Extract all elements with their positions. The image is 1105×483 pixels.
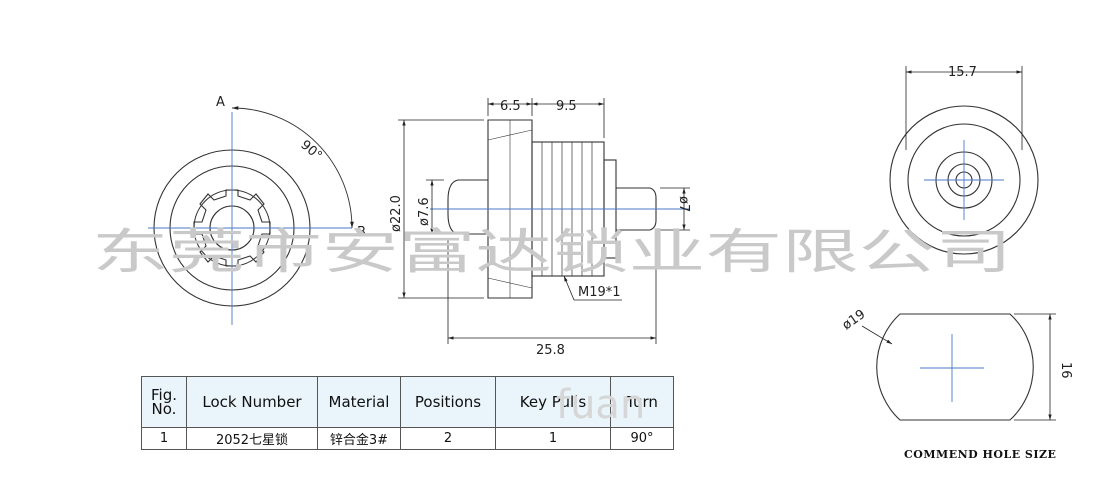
dim-9-5: 9.5 bbox=[556, 99, 577, 114]
cell-key-pulls: 1 bbox=[495, 427, 611, 450]
dim-22: ø22.0 bbox=[389, 195, 404, 232]
dim-16: 16 bbox=[1058, 362, 1073, 379]
axis-a-label: A bbox=[216, 95, 225, 110]
watermark-company: 东莞市安富达锁业有限公司 bbox=[92, 224, 1012, 280]
hole-dimensions bbox=[861, 313, 1056, 421]
header-fig-no: Fig. No. bbox=[141, 376, 187, 428]
dim-6-5: 6.5 bbox=[500, 99, 521, 114]
spec-table: Fig. No. Lock Number Material Positions … bbox=[141, 376, 674, 450]
cell-turn: 90° bbox=[610, 427, 674, 450]
header-lock-number: Lock Number bbox=[186, 376, 318, 428]
hole-profile bbox=[876, 313, 1034, 421]
dim-19: ø19 bbox=[840, 307, 869, 333]
hole-size-caption: COMMEND HOLE SIZE bbox=[904, 448, 1056, 461]
cell-positions: 2 bbox=[400, 427, 496, 450]
header-material: Material bbox=[317, 376, 401, 428]
spec-table-header-row: Fig. No. Lock Number Material Positions … bbox=[141, 376, 674, 428]
rear-center-lines bbox=[924, 140, 1004, 220]
dim-15-7: 15.7 bbox=[948, 65, 977, 80]
dim-7-6: ø7.6 bbox=[417, 197, 432, 226]
angle-annotation bbox=[231, 106, 354, 229]
dim-7: ø7 bbox=[676, 196, 691, 212]
spec-table-row: 1 2052七星锁 锌合金3# 2 1 90° bbox=[141, 427, 674, 450]
cell-fig-no: 1 bbox=[141, 427, 187, 450]
side-dimensions bbox=[398, 98, 690, 344]
axis-b-label: B bbox=[357, 225, 366, 240]
angle-label: 90° bbox=[297, 138, 324, 164]
hole-center-lines bbox=[920, 334, 984, 402]
header-turn: Turn bbox=[610, 376, 674, 428]
dim-25-8: 25.8 bbox=[536, 343, 565, 358]
thread-label: M19*1 bbox=[578, 285, 621, 300]
cell-lock-number: 2052七星锁 bbox=[186, 427, 318, 450]
rear-outer-circle bbox=[889, 105, 1039, 255]
header-key-pulls: Key Pulls bbox=[495, 376, 611, 428]
header-positions: Positions bbox=[400, 376, 496, 428]
rear-dimensions bbox=[905, 66, 1023, 150]
front-center-lines bbox=[148, 112, 352, 325]
rear-ring-circle bbox=[907, 123, 1021, 237]
left-pin bbox=[447, 179, 488, 235]
cell-material: 锌合金3# bbox=[317, 427, 401, 450]
flange bbox=[487, 119, 533, 299]
